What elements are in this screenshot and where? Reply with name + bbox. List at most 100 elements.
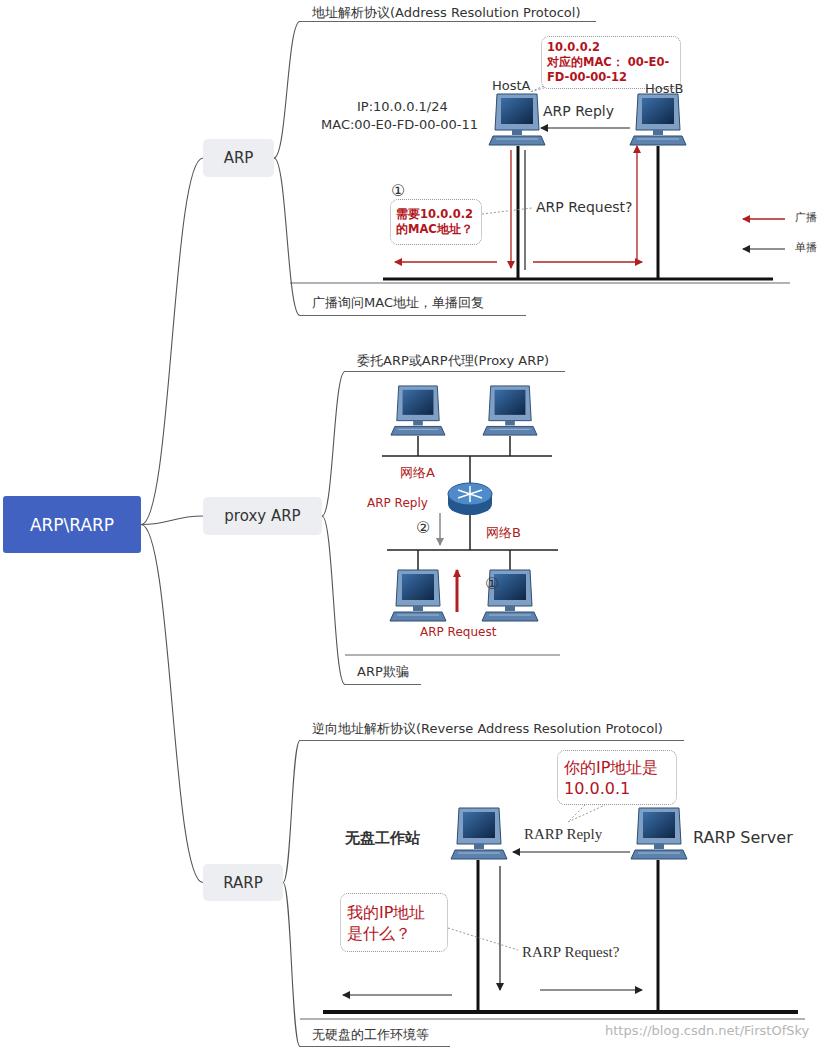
computer-icon [451, 808, 507, 859]
diagram-label: 网络A [400, 466, 435, 481]
node-text: 逆向地址解析协议(Reverse Address Resolution Prot… [312, 720, 684, 737]
diagram-label: IP:10.0.0.1/24 [357, 100, 448, 115]
legend-text: 广播 [795, 211, 817, 224]
node-text: ARP欺骗 [357, 663, 421, 680]
branch-curve [141, 158, 203, 525]
node-text: 无硬盘的工作环境等 [312, 1026, 450, 1043]
diagram-label: RARP Request? [522, 944, 619, 961]
node-text: proxy ARP [224, 507, 300, 525]
unicast-arrow [541, 127, 630, 128]
legend-text: 单播 [795, 241, 817, 254]
router-arrows [458, 486, 482, 502]
callout-bubble: 需要10.0.0.2 的MAC地址？ [390, 199, 482, 245]
host-wire [657, 146, 660, 279]
subtopic: ARP欺骗 [345, 663, 421, 685]
computer-icon [482, 570, 538, 621]
computer-icon [630, 94, 686, 145]
host-wire [417, 436, 419, 456]
reply-arrow [439, 513, 441, 545]
main-topic: proxy ARP [203, 497, 322, 535]
subtopic: 委托ARP或ARP代理(Proxy ARP) [345, 352, 565, 372]
host-wire [509, 436, 511, 456]
branch-curve [322, 372, 345, 517]
diagram-label: RARP Reply [524, 826, 602, 843]
branch-curve [141, 525, 203, 883]
bus-line [382, 455, 552, 457]
bus-line [387, 549, 558, 551]
diagram-label: RARP Server [693, 829, 793, 847]
callout-bubble: 我的IP地址 是什么？ [340, 893, 448, 952]
subtopic: 地址解析协议(Address Resolution Protocol) [300, 4, 596, 22]
diagram-label: MAC:00-E0-FD-00-00-11 [321, 118, 478, 133]
branch-curve [141, 516, 203, 525]
node-text: 你的IP地址是 10.0.0.1 [564, 757, 670, 799]
unicast-arrow [499, 866, 500, 990]
diagram-label: ② [416, 519, 430, 537]
node-text: 我的IP地址 是什么？ [347, 902, 441, 944]
legend-sample [743, 218, 785, 219]
unicast-line [524, 150, 525, 270]
diagram-label: ① [485, 575, 499, 593]
host-wire [517, 146, 520, 279]
subtopic: 广播询问MAC地址，单播回复 [300, 294, 526, 316]
broadcast-arrow [533, 261, 642, 262]
diagram-label: ARP Reply [367, 497, 428, 511]
leader-line [448, 928, 518, 950]
node-text: 地址解析协议(Address Resolution Protocol) [312, 4, 596, 21]
host-wire [417, 550, 419, 572]
legend-entry: 广播 [795, 212, 817, 225]
computer-icon [631, 808, 687, 859]
topic-underline [345, 655, 560, 656]
diagram-label: ARP Request [420, 626, 496, 640]
callout-tail [568, 805, 605, 822]
computer-icon [489, 94, 545, 145]
bus-arrow [343, 994, 452, 995]
node-text: 广播询问MAC地址，单播回复 [312, 294, 526, 311]
broadcast-arrow [510, 150, 511, 268]
diagram-label: 无盘工作站 [345, 830, 420, 847]
diagram-label: ARP Reply [543, 103, 614, 119]
broadcast-arrow [636, 146, 637, 262]
node-text: 需要10.0.0.2 的MAC地址？ [396, 207, 476, 237]
node-text: RARP [223, 874, 263, 892]
bus-line [323, 1010, 798, 1014]
host-wire [657, 860, 660, 1012]
diagram-label: ARP Request? [536, 199, 633, 215]
callout-bubble: 你的IP地址是 10.0.0.1 [557, 750, 677, 805]
subtopic: 无硬盘的工作环境等 [300, 1026, 450, 1047]
computer-icon [391, 386, 445, 435]
root-topic: ARP\RARP [3, 496, 141, 553]
bus-line [383, 278, 773, 281]
node-text: ARP\RARP [30, 515, 114, 535]
leader-line [482, 208, 532, 214]
diagram-label: ① [391, 182, 405, 200]
subtopic: 逆向地址解析协议(Reverse Address Resolution Prot… [300, 720, 684, 741]
router-icon [448, 483, 492, 515]
host-wire [509, 550, 511, 572]
diagram-label: HostB [645, 82, 684, 97]
broadcast-arrow [395, 261, 497, 262]
reply-arrow [513, 851, 630, 852]
computer-icon [483, 386, 537, 435]
main-topic: ARP [203, 139, 274, 177]
main-topic: RARP [203, 864, 283, 901]
legend-entry: 单播 [795, 242, 817, 255]
router-top [448, 483, 492, 505]
node-text: 委托ARP或ARP代理(Proxy ARP) [357, 352, 565, 369]
diagram-label: HostA [492, 79, 531, 94]
branch-curve [322, 516, 345, 685]
computer-icon [390, 570, 446, 621]
branch-curve [274, 158, 300, 316]
request-arrow [456, 570, 459, 612]
topic-underline [300, 1019, 805, 1020]
topic-underline [290, 283, 790, 284]
branch-curve [274, 22, 300, 159]
diagram-label: 网络B [486, 526, 521, 541]
node-text: ARP [224, 149, 254, 167]
host-wire [477, 860, 480, 1012]
legend-sample [743, 248, 785, 249]
diagram-label: https://blog.csdn.net/FirstOfSky [605, 1024, 809, 1039]
branch-curve [283, 883, 300, 1047]
bus-arrow [540, 989, 642, 990]
